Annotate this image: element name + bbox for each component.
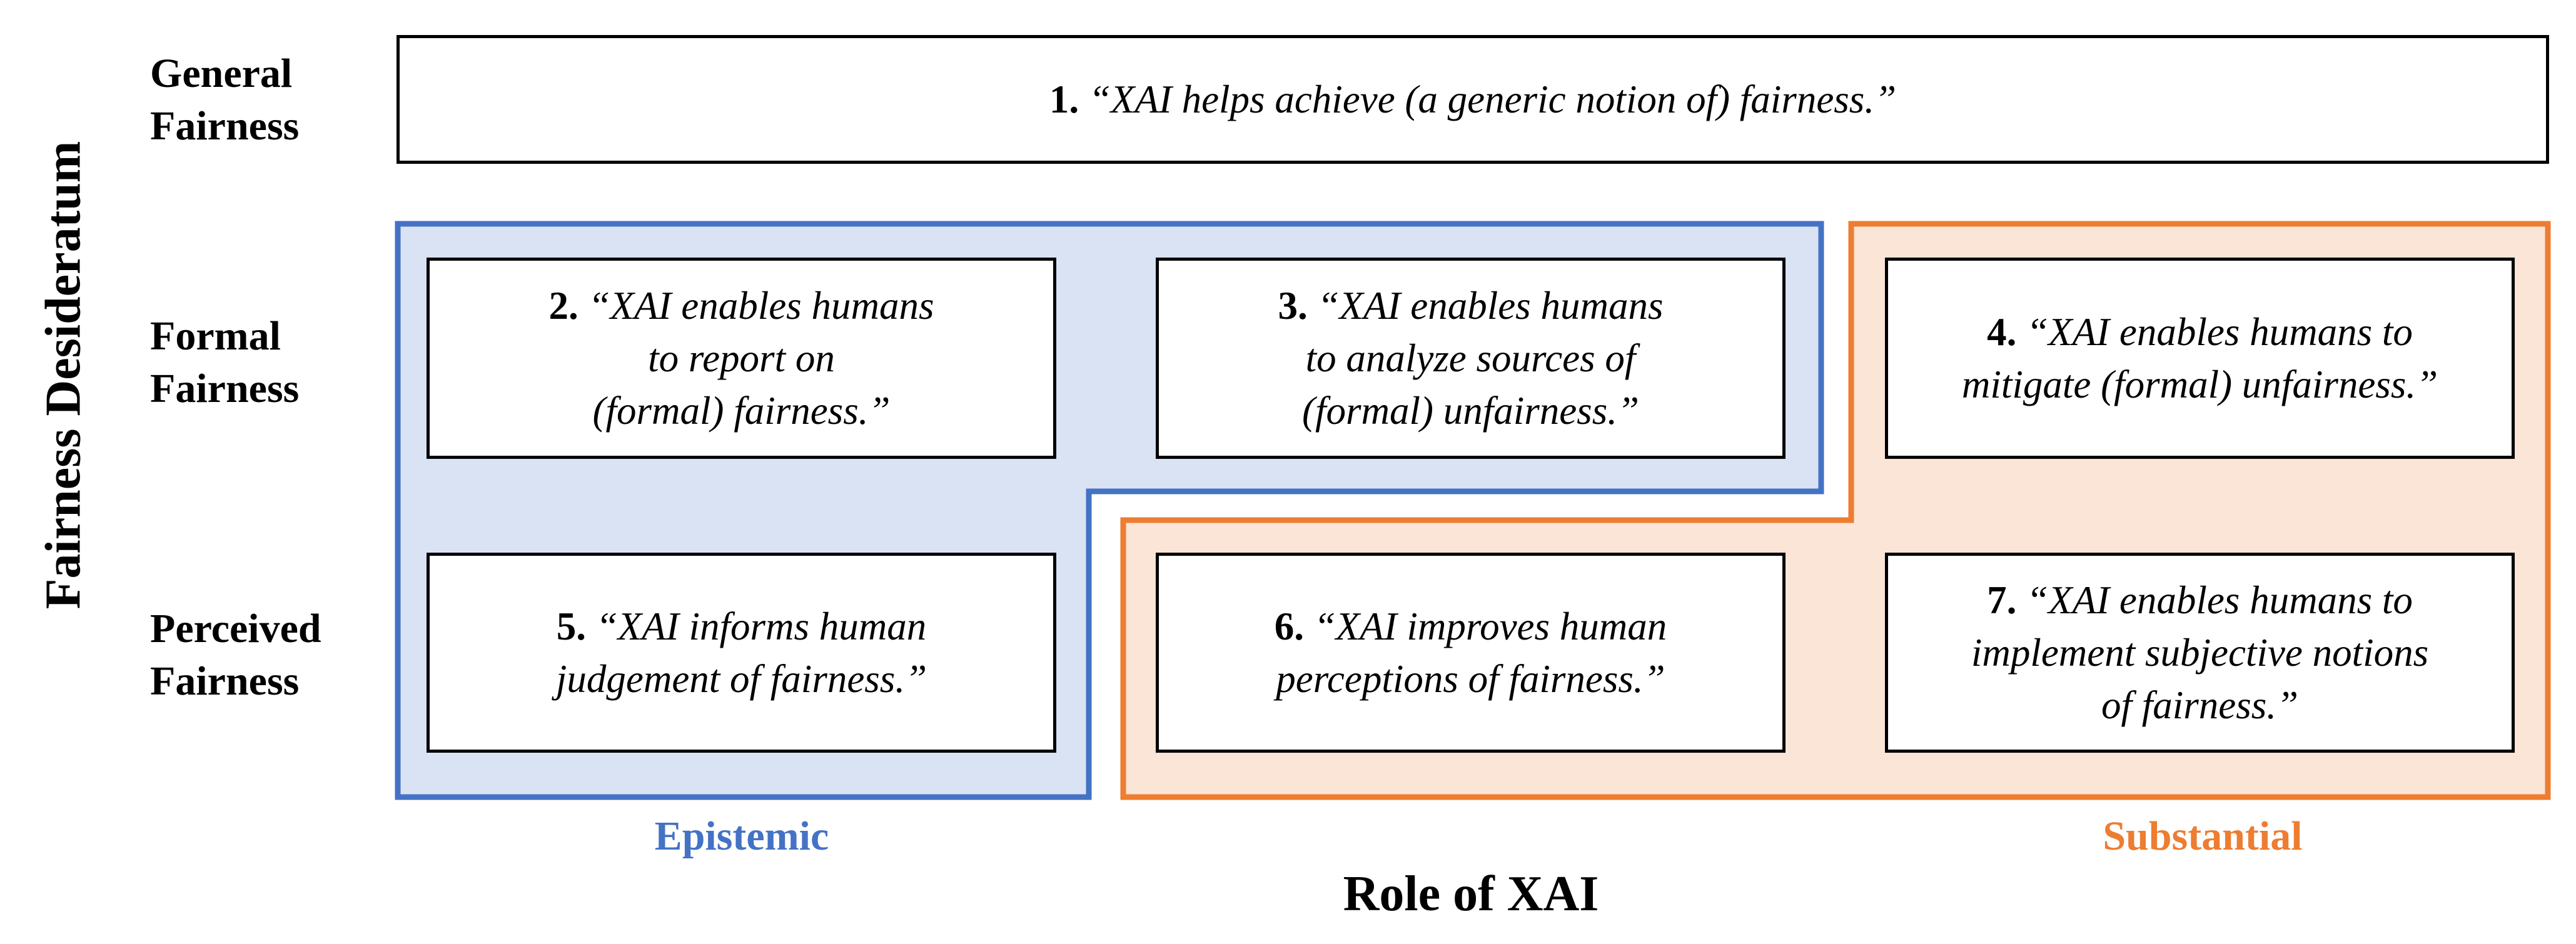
statement-box-3: 3. “XAI enables humans to analyze source… — [1156, 258, 1786, 459]
statement-line: (formal) unfairness.” — [1301, 389, 1640, 433]
statement-box-1: 1. “XAI helps achieve (a generic notion … — [397, 35, 2549, 164]
statement-number: 1. — [1049, 78, 1079, 121]
statement-line: “XAI improves human — [1313, 605, 1667, 648]
statement-line: to analyze sources of — [1305, 336, 1636, 380]
statement-line: (formal) fairness.” — [592, 389, 891, 433]
row-label-line: General — [150, 51, 293, 96]
row-label-general: General Fairness — [150, 48, 299, 153]
statement-line: “XAI enables humans — [1317, 284, 1664, 328]
statement-number: 7. — [1987, 578, 2017, 622]
statement-text: 3. “XAI enables humans to analyze source… — [1278, 279, 1664, 437]
statement-line: “XAI enables humans — [588, 284, 934, 328]
statement-line: mitigate (formal) unfairness.” — [1961, 363, 2438, 406]
statement-line: “XAI helps achieve (a generic notion of)… — [1088, 78, 1897, 121]
statement-line: “XAI enables humans to — [2026, 578, 2413, 622]
statement-text: 2. “XAI enables humans to report on (for… — [549, 279, 934, 437]
statement-line: to report on — [648, 336, 835, 380]
statement-box-7: 7. “XAI enables humans to implement subj… — [1885, 553, 2515, 753]
row-label-formal: Formal Fairness — [150, 310, 299, 415]
statement-line: judgement of fairness.” — [555, 657, 927, 701]
statement-text: 1. “XAI helps achieve (a generic notion … — [1049, 73, 1896, 126]
statement-line: “XAI enables humans to — [2026, 310, 2413, 354]
row-label-line: Fairness — [150, 103, 300, 149]
column-label-epistemic: Epistemic — [654, 813, 829, 859]
statement-number: 5. — [556, 605, 586, 648]
row-label-line: Perceived — [150, 606, 321, 651]
statement-box-4: 4. “XAI enables humans to mitigate (form… — [1885, 258, 2515, 459]
statement-number: 4. — [1987, 310, 2017, 354]
column-label-substantial: Substantial — [2103, 813, 2303, 859]
statement-number: 3. — [1278, 284, 1308, 328]
statement-line: of fairness.” — [2101, 683, 2299, 727]
row-label-line: Fairness — [150, 366, 300, 411]
statement-number: 6. — [1274, 605, 1304, 648]
statement-box-5: 5. “XAI informs human judgement of fairn… — [427, 553, 1056, 753]
statement-line: “XAI informs human — [595, 605, 927, 648]
statement-text: 6. “XAI improves human perceptions of fa… — [1275, 600, 1667, 705]
statement-line: perceptions of fairness.” — [1276, 657, 1665, 701]
statement-line: implement subjective notions — [1971, 631, 2429, 675]
statement-text: 5. “XAI informs human judgement of fairn… — [556, 600, 927, 705]
statement-box-2: 2. “XAI enables humans to report on (for… — [427, 258, 1056, 459]
statement-number: 2. — [548, 284, 578, 328]
statement-box-6: 6. “XAI improves human perceptions of fa… — [1156, 553, 1786, 753]
row-label-perceived: Perceived Fairness — [150, 603, 321, 708]
statement-text: 7. “XAI enables humans to implement subj… — [1971, 574, 2428, 731]
row-label-line: Fairness — [150, 658, 300, 704]
x-axis-title: Role of XAI — [1343, 866, 1599, 921]
row-label-line: Formal — [150, 313, 281, 359]
statement-text: 4. “XAI enables humans to mitigate (form… — [1962, 306, 2438, 411]
